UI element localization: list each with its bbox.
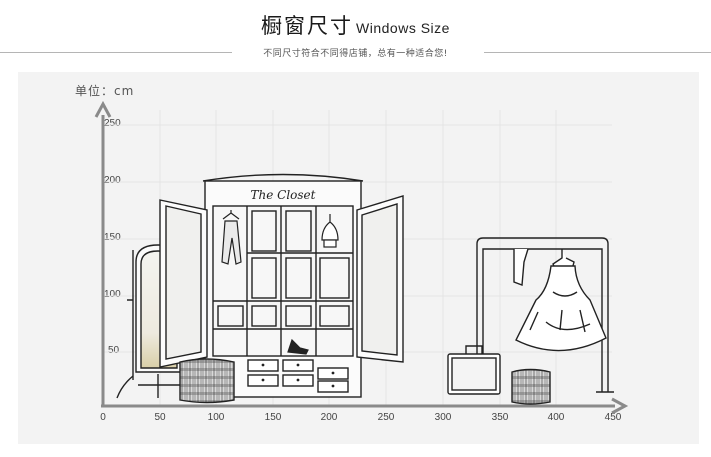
y-tick-label: 150 <box>104 232 121 243</box>
x-tick-label: 450 <box>604 412 622 423</box>
page-subtitle: 不同尺寸符合不同得店铺，总有一种适合您! <box>263 49 448 59</box>
x-tick-label: 400 <box>547 412 565 423</box>
suitcase <box>447 345 501 395</box>
title-english: Windows Size <box>356 20 450 36</box>
x-tick-label: 200 <box>320 412 338 423</box>
plaid-ottoman-right <box>511 368 551 405</box>
x-tick-label: 0 <box>100 412 106 423</box>
y-tick-label: 250 <box>104 118 121 129</box>
x-tick-label: 300 <box>434 412 452 423</box>
y-axis <box>94 100 112 406</box>
title-chinese: 橱窗尺寸 <box>261 14 354 38</box>
y-tick-label: 50 <box>108 345 120 356</box>
closet-sign: The Closet <box>251 188 316 202</box>
x-tick-label: 100 <box>207 412 225 423</box>
x-tick-label: 150 <box>264 412 282 423</box>
wardrobe-contents <box>221 210 339 355</box>
header-divider-right <box>484 52 711 53</box>
x-tick-label: 350 <box>491 412 509 423</box>
x-tick-label: 50 <box>154 412 166 423</box>
header-divider-left <box>0 52 232 53</box>
y-tick-label: 100 <box>104 289 121 300</box>
x-axis <box>101 397 629 415</box>
clothing-rack <box>471 237 614 393</box>
y-tick-label: 200 <box>104 175 121 186</box>
plaid-ottoman-left <box>179 358 235 404</box>
unit-label: 单位：cm <box>75 84 135 98</box>
x-tick-label: 250 <box>377 412 395 423</box>
